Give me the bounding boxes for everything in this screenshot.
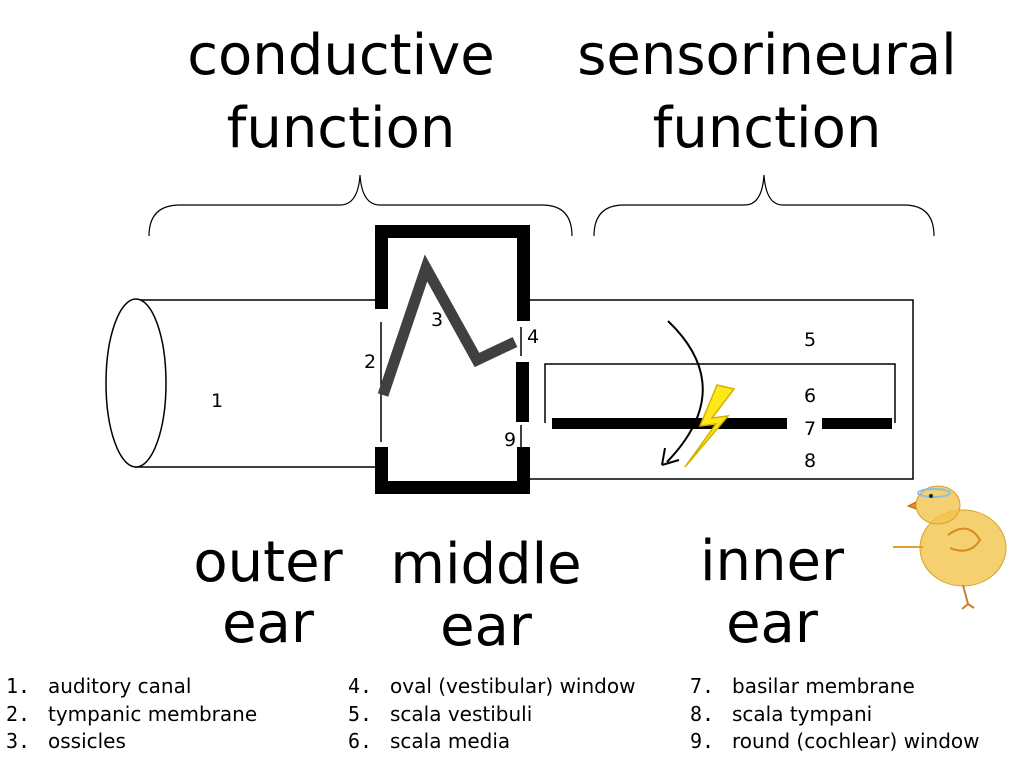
legend-item-8: 8. scala tympani bbox=[690, 701, 980, 729]
ear-diagram: conductive function sensorineural functi… bbox=[105, 23, 1007, 659]
sensorineural-function-heading-line2: function bbox=[653, 96, 882, 161]
lightning-icon bbox=[684, 384, 736, 468]
outer-ear-label-line1: outer bbox=[193, 530, 343, 595]
middle-ear-label-line1: middle bbox=[390, 532, 581, 597]
chick-doodle-icon bbox=[893, 485, 1007, 610]
label-4: 4 bbox=[527, 326, 539, 348]
label-5: 5 bbox=[804, 329, 816, 351]
legend-label: basilar membrane bbox=[732, 674, 915, 698]
legend-label: round (cochlear) window bbox=[732, 729, 980, 753]
inner-ear-label-line1: inner bbox=[700, 529, 845, 594]
legend-label: scala vestibuli bbox=[390, 701, 533, 726]
legend-column-2: 4. oval (vestibular) window 5. scala vesti… bbox=[348, 673, 635, 756]
middle-ear-walls bbox=[375, 225, 530, 494]
legend-label: auditory canal bbox=[48, 674, 192, 698]
legend-item-3: 3. ossicles bbox=[6, 728, 257, 756]
label-6: 6 bbox=[804, 385, 816, 407]
legend-number: 9. bbox=[690, 729, 715, 753]
label-2: 2 bbox=[364, 351, 376, 373]
legend-item-7: 7. basilar membrane bbox=[690, 673, 980, 701]
legend-label: ossicles bbox=[48, 729, 126, 753]
middle-ear-label-line2: ear bbox=[440, 594, 533, 659]
legend-item-6: 6. scala media bbox=[348, 728, 635, 756]
legend-number: 7. bbox=[690, 674, 715, 698]
legend-label: tympanic membrane bbox=[48, 701, 258, 726]
conductive-function-heading-line2: function bbox=[227, 96, 456, 161]
legend-number: 4. bbox=[348, 674, 373, 698]
label-7: 7 bbox=[804, 418, 816, 440]
legend-number: 1. bbox=[6, 674, 31, 698]
legend-label: scala tympani bbox=[732, 701, 873, 726]
cochlea bbox=[530, 299, 914, 480]
label-3: 3 bbox=[431, 309, 443, 331]
legend-item-4: 4. oval (vestibular) window bbox=[348, 673, 635, 701]
inner-ear-label-line2: ear bbox=[726, 591, 819, 656]
legend-number: 3. bbox=[6, 729, 31, 753]
sensorineural-brace bbox=[593, 174, 935, 237]
legend-item-1: 1. auditory canal bbox=[6, 673, 257, 701]
label-1: 1 bbox=[211, 390, 223, 412]
legend-number: 6. bbox=[348, 729, 373, 753]
conductive-brace bbox=[148, 174, 573, 237]
ossicles bbox=[377, 254, 518, 397]
legend-column-1: 1. auditory canal 2. tympanic membrane 3. o… bbox=[6, 673, 257, 756]
sensorineural-function-heading-line1: sensorineural bbox=[577, 23, 956, 88]
legend-column-3: 7. basilar membrane 8. scala tympani 9. rou… bbox=[690, 673, 980, 756]
legend-number: 8. bbox=[690, 701, 715, 726]
legend-label: oval (vestibular) window bbox=[390, 674, 636, 698]
basilar-membrane bbox=[552, 418, 892, 429]
legend-item-5: 5. scala vestibuli bbox=[348, 701, 635, 729]
conductive-function-heading-line1: conductive bbox=[187, 23, 494, 88]
legend-item-2: 2. tympanic membrane bbox=[6, 701, 257, 729]
legend-item-9: 9. round (cochlear) window bbox=[690, 728, 980, 756]
label-9: 9 bbox=[504, 429, 516, 451]
legend-number: 5. bbox=[348, 701, 373, 726]
auditory-canal bbox=[105, 298, 377, 468]
label-8: 8 bbox=[804, 450, 816, 472]
legend-label: scala media bbox=[390, 729, 511, 753]
arrow-head-icon bbox=[661, 447, 680, 466]
legend-number: 2. bbox=[6, 701, 31, 726]
outer-ear-label-line2: ear bbox=[222, 591, 315, 656]
curved-arrow bbox=[666, 320, 704, 463]
